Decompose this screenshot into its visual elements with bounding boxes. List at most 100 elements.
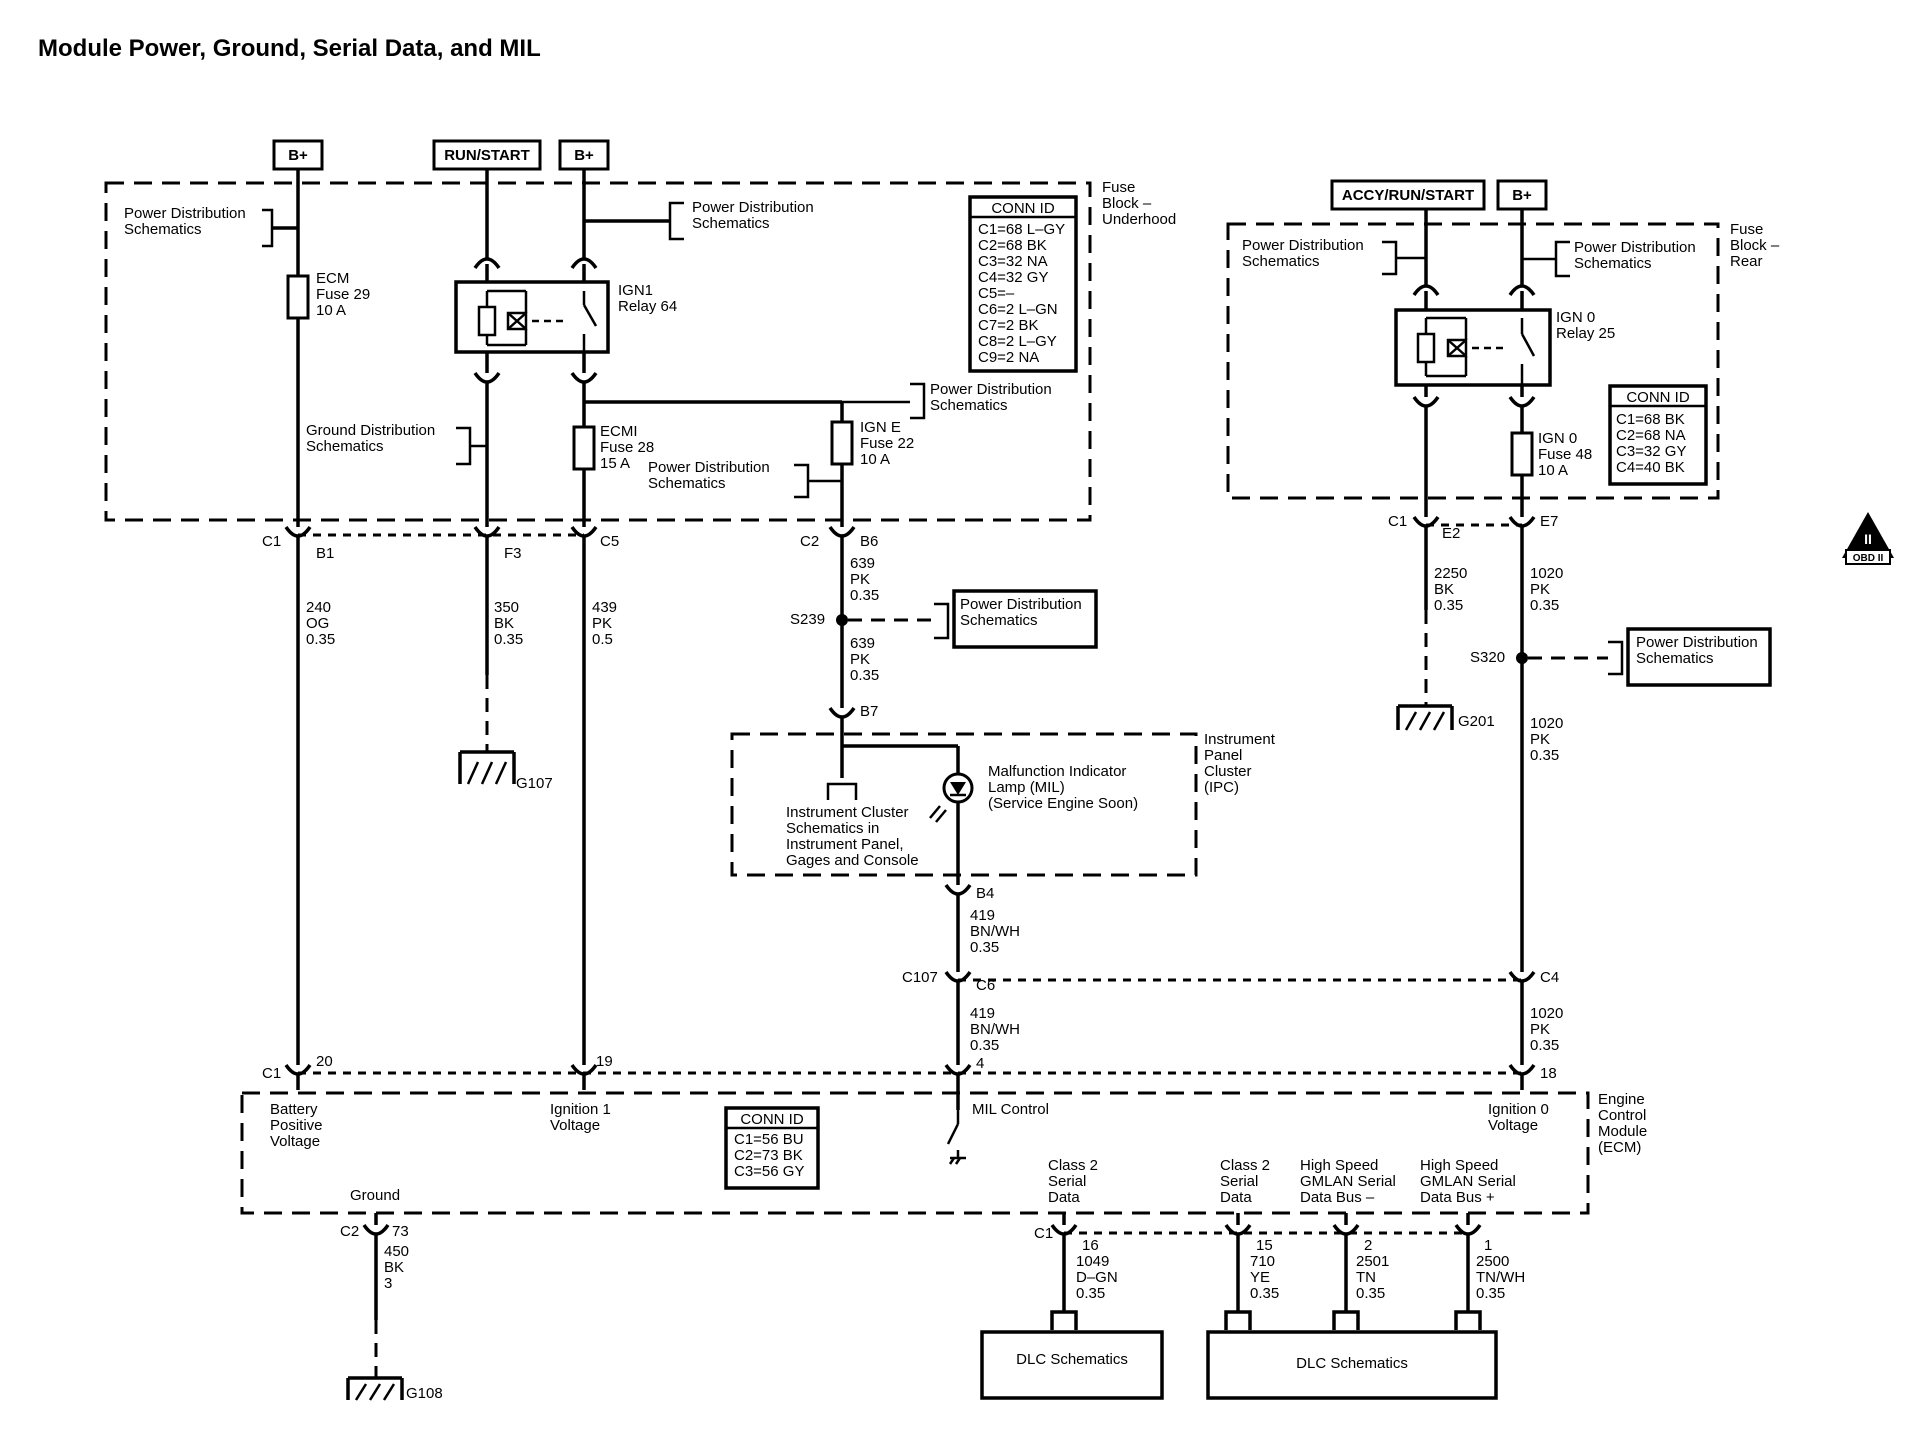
svg-text:BN/WH: BN/WH <box>970 923 1020 940</box>
svg-text:B+: B+ <box>288 147 308 164</box>
svg-text:C6=2 L–GN: C6=2 L–GN <box>978 301 1058 318</box>
ground-g107-icon <box>458 750 516 785</box>
svg-text:2500: 2500 <box>1476 1253 1509 1270</box>
svg-text:D–GN: D–GN <box>1076 1269 1118 1286</box>
mil-control-switch <box>946 1110 966 1165</box>
ipc-outline <box>730 732 1198 877</box>
pin-4: 4 <box>976 1055 984 1072</box>
wire-2501-label: 2501 TN 0.35 <box>1356 1253 1389 1302</box>
svg-text:639: 639 <box>850 555 875 572</box>
pin-73: 73 <box>392 1223 409 1240</box>
svg-text:II: II <box>1864 531 1872 547</box>
splice-s239 <box>836 614 848 626</box>
wire-2500-label: 2500 TN/WH 0.35 <box>1476 1253 1525 1302</box>
svg-text:0.35: 0.35 <box>970 1037 999 1054</box>
svg-text:0.35: 0.35 <box>306 631 335 648</box>
svg-text:C3=32 NA: C3=32 NA <box>978 253 1048 270</box>
ics-bracket <box>826 782 858 800</box>
circuit-1049 <box>1050 1213 1078 1330</box>
svg-text:TN: TN <box>1356 1269 1376 1286</box>
pin-b6: B6 <box>860 533 878 550</box>
svg-text:0.35: 0.35 <box>1476 1285 1505 1302</box>
fuse-block-underhood-outline <box>104 181 1092 522</box>
svg-text:C4=32 GY: C4=32 GY <box>978 269 1048 286</box>
pds-ref-box-1 <box>952 589 1098 649</box>
conn-ecm-c1: C1 <box>262 1065 281 1082</box>
obd-ii-icon: II OBD II <box>1842 512 1894 565</box>
svg-text:C3=56 GY: C3=56 GY <box>734 1163 804 1180</box>
ign-e-fuse-22-symbol <box>830 420 854 466</box>
svg-text:0.35: 0.35 <box>1250 1285 1279 1302</box>
svg-text:0.35: 0.35 <box>1356 1285 1385 1302</box>
ground-g107-label: G107 <box>516 775 553 792</box>
ign0-fuse-48-symbol <box>1510 431 1534 477</box>
svg-text:C9=2 NA: C9=2 NA <box>978 349 1039 366</box>
supply-run-start: RUN/START <box>432 139 542 171</box>
svg-text:C2=68 NA: C2=68 NA <box>1616 427 1686 444</box>
svg-text:CONN ID: CONN ID <box>991 200 1055 217</box>
splice-s320-label: S320 <box>1470 649 1505 666</box>
svg-text:0.35: 0.35 <box>850 587 879 604</box>
wire-639a-label: 639 PK 0.35 <box>850 555 879 604</box>
wire-350-label: 350 BK 0.35 <box>494 599 523 648</box>
ground-g201-icon <box>1396 704 1454 731</box>
mil-lamp-icon <box>929 772 974 823</box>
wire-639b-label: 639 PK 0.35 <box>850 635 879 684</box>
svg-text:C4=40 BK: C4=40 BK <box>1616 459 1685 476</box>
wire-710-label: 710 YE 0.35 <box>1250 1253 1279 1302</box>
ground-g108-icon <box>346 1376 404 1401</box>
pin-mil-control: MIL Control <box>972 1101 1049 1118</box>
pin-c5: C5 <box>600 533 619 550</box>
wire-450-label: 450 BK 3 <box>384 1243 409 1292</box>
pin-ground: Ground <box>350 1187 400 1204</box>
svg-text:PK: PK <box>1530 581 1550 598</box>
ecmi-fuse-28-symbol <box>572 425 596 471</box>
wire-439-label: 439 PK 0.5 <box>592 599 617 648</box>
fuse-block-rear-outline <box>1226 222 1720 500</box>
svg-text:OBD II: OBD II <box>1853 553 1884 564</box>
rear-conn-id-table: CONN ID C1=68 BK C2=68 NA C3=32 GY C4=40… <box>1608 384 1708 486</box>
pds-bracket-4 <box>794 463 810 499</box>
svg-text:C5=–: C5=– <box>978 285 1015 302</box>
pds-bracket-6 <box>1382 240 1398 276</box>
svg-text:0.35: 0.35 <box>494 631 523 648</box>
svg-text:350: 350 <box>494 599 519 616</box>
svg-text:CONN ID: CONN ID <box>740 1111 804 1128</box>
svg-text:450: 450 <box>384 1243 409 1260</box>
svg-text:C3=32 GY: C3=32 GY <box>1616 443 1686 460</box>
circuit-1020 <box>1508 209 1556 1090</box>
pin-c4: C4 <box>1540 969 1559 986</box>
circuit-439 <box>570 169 842 1090</box>
svg-text:C1=56 BU: C1=56 BU <box>734 1131 804 1148</box>
pin-15: 15 <box>1256 1237 1273 1254</box>
conn-c2: C2 <box>800 533 819 550</box>
ground-g201-label: G201 <box>1458 713 1495 730</box>
svg-text:1049: 1049 <box>1076 1253 1109 1270</box>
circuit-350 <box>470 169 501 752</box>
circuit-240 <box>272 169 312 1090</box>
svg-text:BK: BK <box>384 1259 404 1276</box>
svg-text:0.35: 0.35 <box>970 939 999 956</box>
underhood-conn-id-table: CONN ID C1=68 L–GY C2=68 BK C3=32 NA C4=… <box>968 195 1078 373</box>
circuit-2500 <box>1454 1213 1482 1330</box>
svg-text:TN/WH: TN/WH <box>1476 1269 1525 1286</box>
svg-text:0.35: 0.35 <box>1434 597 1463 614</box>
svg-text:1020: 1020 <box>1530 715 1563 732</box>
